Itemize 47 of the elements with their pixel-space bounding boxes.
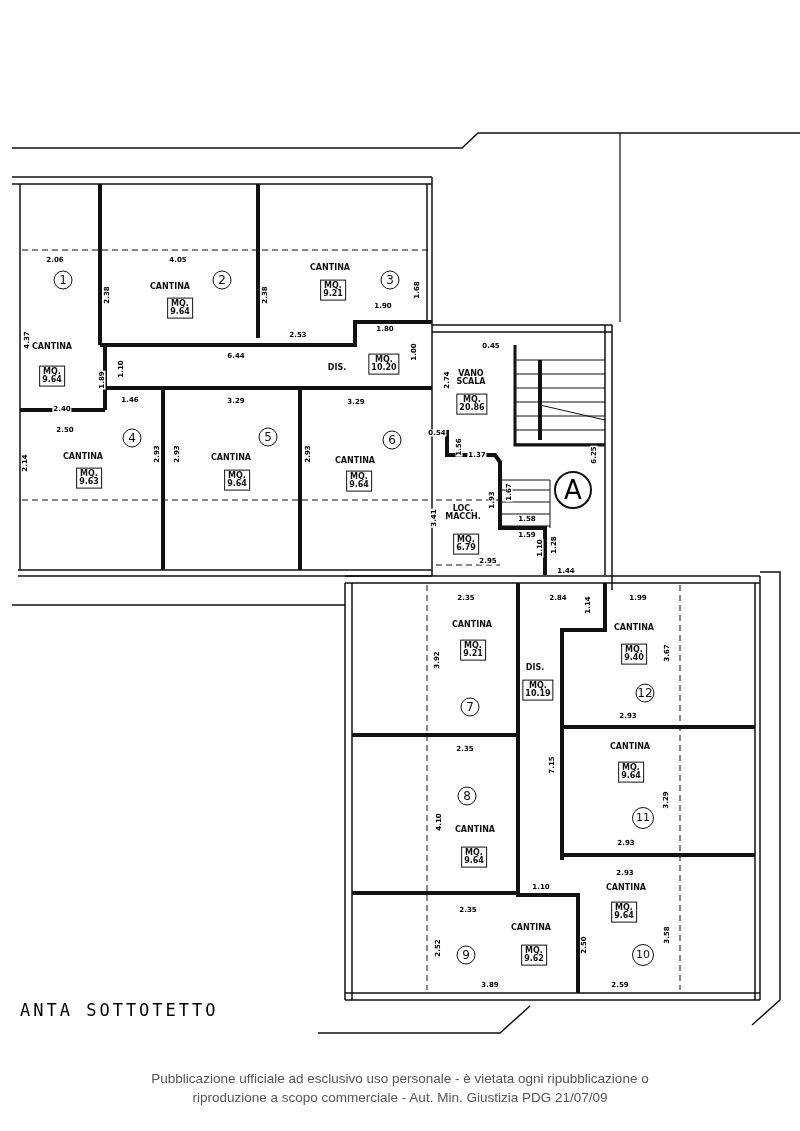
room-label: CANTINA (605, 883, 647, 893)
room-label: CANTINA (454, 825, 496, 835)
callout-number: 9 (456, 945, 476, 965)
callout-number: 1 (53, 270, 73, 290)
area-label: MQ. 9.64 (618, 761, 644, 783)
callout-number: 2 (212, 270, 232, 290)
room-label: DIS. (525, 663, 545, 673)
room-label: DIS. (327, 363, 347, 373)
room-label: VANO SCALA (456, 369, 486, 387)
area-label: MQ. 9.21 (460, 639, 486, 661)
area-label: MQ. 9.62 (521, 944, 547, 966)
area-label: MQ. 9.64 (167, 297, 193, 319)
room-label: CANTINA (309, 263, 351, 273)
callout-number: 3 (380, 270, 400, 290)
room-label: CANTINA (31, 342, 73, 352)
area-label: MQ. 9.64 (346, 470, 372, 492)
plan-title: ANTA SOTTOTETTO (20, 1000, 219, 1020)
callout-number: 6 (382, 430, 402, 450)
room-label: CANTINA (613, 623, 655, 633)
area-label: MQ. 20.86 (456, 393, 488, 415)
room-label: CANTINA (334, 456, 376, 466)
callout-number: 12 (635, 683, 655, 703)
area-label: MQ. 9.64 (224, 469, 250, 491)
callout-number: 7 (460, 697, 480, 717)
area-label: MQ. 9.64 (461, 846, 487, 868)
area-label: MQ. 6.79 (453, 533, 479, 555)
room-label: CANTINA (149, 282, 191, 292)
callout-number: 11 (632, 807, 654, 829)
area-label: MQ. 9.21 (320, 279, 346, 301)
callout-letter: A (554, 471, 592, 509)
room-label: CANTINA (62, 452, 104, 462)
area-label: MQ. 10.19 (522, 679, 554, 701)
room-label: CANTINA (510, 923, 552, 933)
callout-number: 4 (122, 428, 142, 448)
callout-number: 8 (457, 786, 477, 806)
room-label: CANTINA (609, 742, 651, 752)
area-label: MQ. 9.40 (621, 643, 647, 665)
area-label: MQ. 9.64 (611, 901, 637, 923)
room-label: LOC. MACCH. (445, 504, 481, 522)
callout-number: 10 (632, 944, 654, 966)
area-label: MQ. 9.64 (39, 365, 65, 387)
caption: Pubblicazione ufficiale ad esclusivo uso personale - è vietata ogni ripubblicazione o riproduzione a scopo commerciale - Aut. Min. Giustizia PDG 21/07/09 (150, 1070, 650, 1107)
area-label: MQ. 10.20 (368, 353, 400, 375)
callout-number: 5 (258, 427, 278, 447)
room-label: CANTINA (451, 620, 493, 630)
area-label: MQ. 9.63 (76, 467, 102, 489)
room-label: CANTINA (210, 453, 252, 463)
